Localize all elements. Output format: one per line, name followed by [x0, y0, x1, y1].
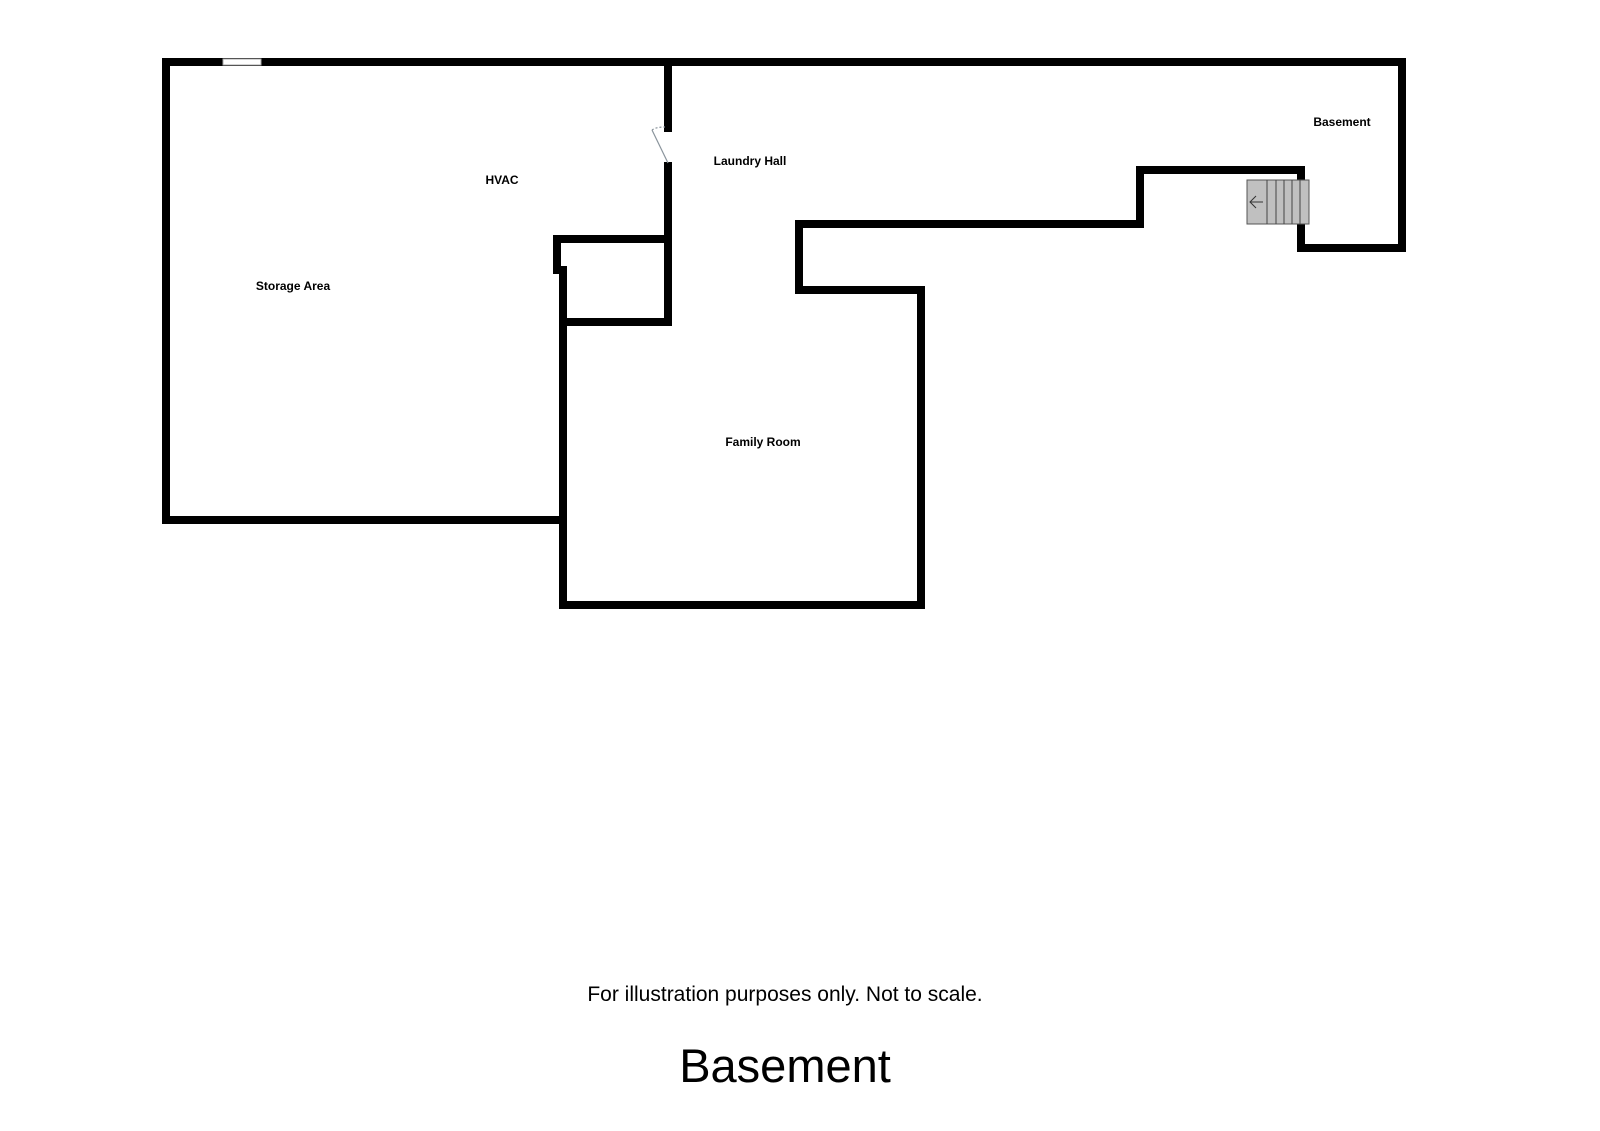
outer-wall-stair-top: [553, 166, 1305, 609]
disclaimer-note: For illustration purposes only. Not to s…: [587, 983, 983, 1006]
room-label-laundry: Laundry Hall: [713, 154, 787, 168]
room-label-basement: Basement: [1313, 115, 1371, 129]
door[interactable]: [651, 126, 669, 164]
outer-wall: [162, 58, 1406, 524]
room-label-hvac: HVAC: [485, 173, 519, 187]
room-label-family: Family Room: [725, 435, 801, 449]
window: [222, 58, 262, 66]
floor-title: Basement: [679, 1039, 891, 1092]
stairs: [1246, 179, 1310, 225]
walls: [162, 58, 1406, 609]
arrow-left-icon: [1249, 195, 1263, 209]
room-label-storage: Storage Area: [255, 279, 331, 293]
